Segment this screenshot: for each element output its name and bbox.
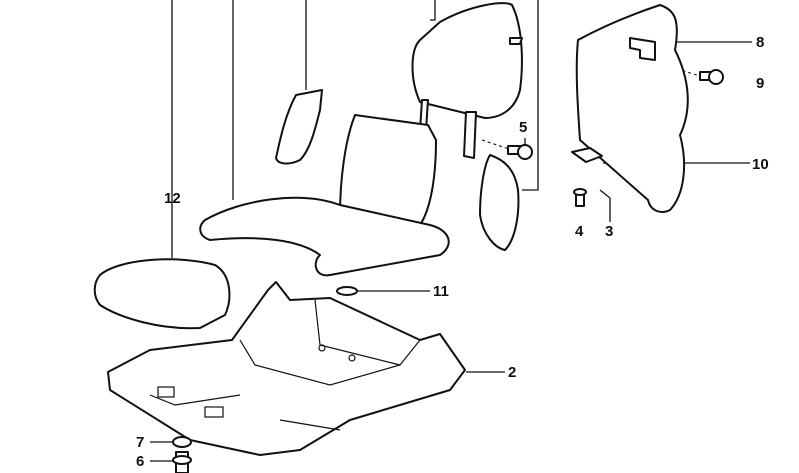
callout-9: 9 bbox=[756, 75, 764, 92]
side-trim bbox=[275, 89, 323, 165]
headrest bbox=[411, 2, 523, 119]
bracket-8 bbox=[629, 37, 656, 61]
callout-11: 11 bbox=[433, 283, 449, 300]
callout-2: 2 bbox=[508, 364, 516, 381]
callout-3: 3 bbox=[605, 223, 613, 240]
callout-8: 8 bbox=[756, 34, 764, 51]
back-shell bbox=[575, 4, 689, 213]
callout-12: 12 bbox=[164, 190, 181, 207]
callouts: 12 5 8 9 10 4 3 11 2 7 6 bbox=[136, 34, 769, 470]
clip-10-icon bbox=[571, 147, 603, 163]
leader-lines bbox=[150, 0, 752, 462]
bolt-5-icon bbox=[507, 144, 533, 160]
washer-7-icon bbox=[172, 436, 192, 448]
washer-11-icon bbox=[336, 286, 358, 296]
headrest-post-right bbox=[463, 111, 477, 159]
bolt-6-icon bbox=[172, 451, 192, 473]
screw-9-icon bbox=[699, 69, 724, 85]
callout-7: 7 bbox=[136, 434, 144, 451]
callout-10: 10 bbox=[752, 156, 769, 173]
seat-base bbox=[107, 281, 466, 456]
cushion-12 bbox=[93, 258, 231, 330]
callout-5: 5 bbox=[519, 119, 527, 136]
callout-4: 4 bbox=[575, 223, 584, 240]
side-bolster bbox=[479, 154, 520, 251]
seat-cushion bbox=[199, 196, 450, 277]
screw-4-icon bbox=[573, 188, 587, 207]
callout-6: 6 bbox=[136, 453, 144, 470]
